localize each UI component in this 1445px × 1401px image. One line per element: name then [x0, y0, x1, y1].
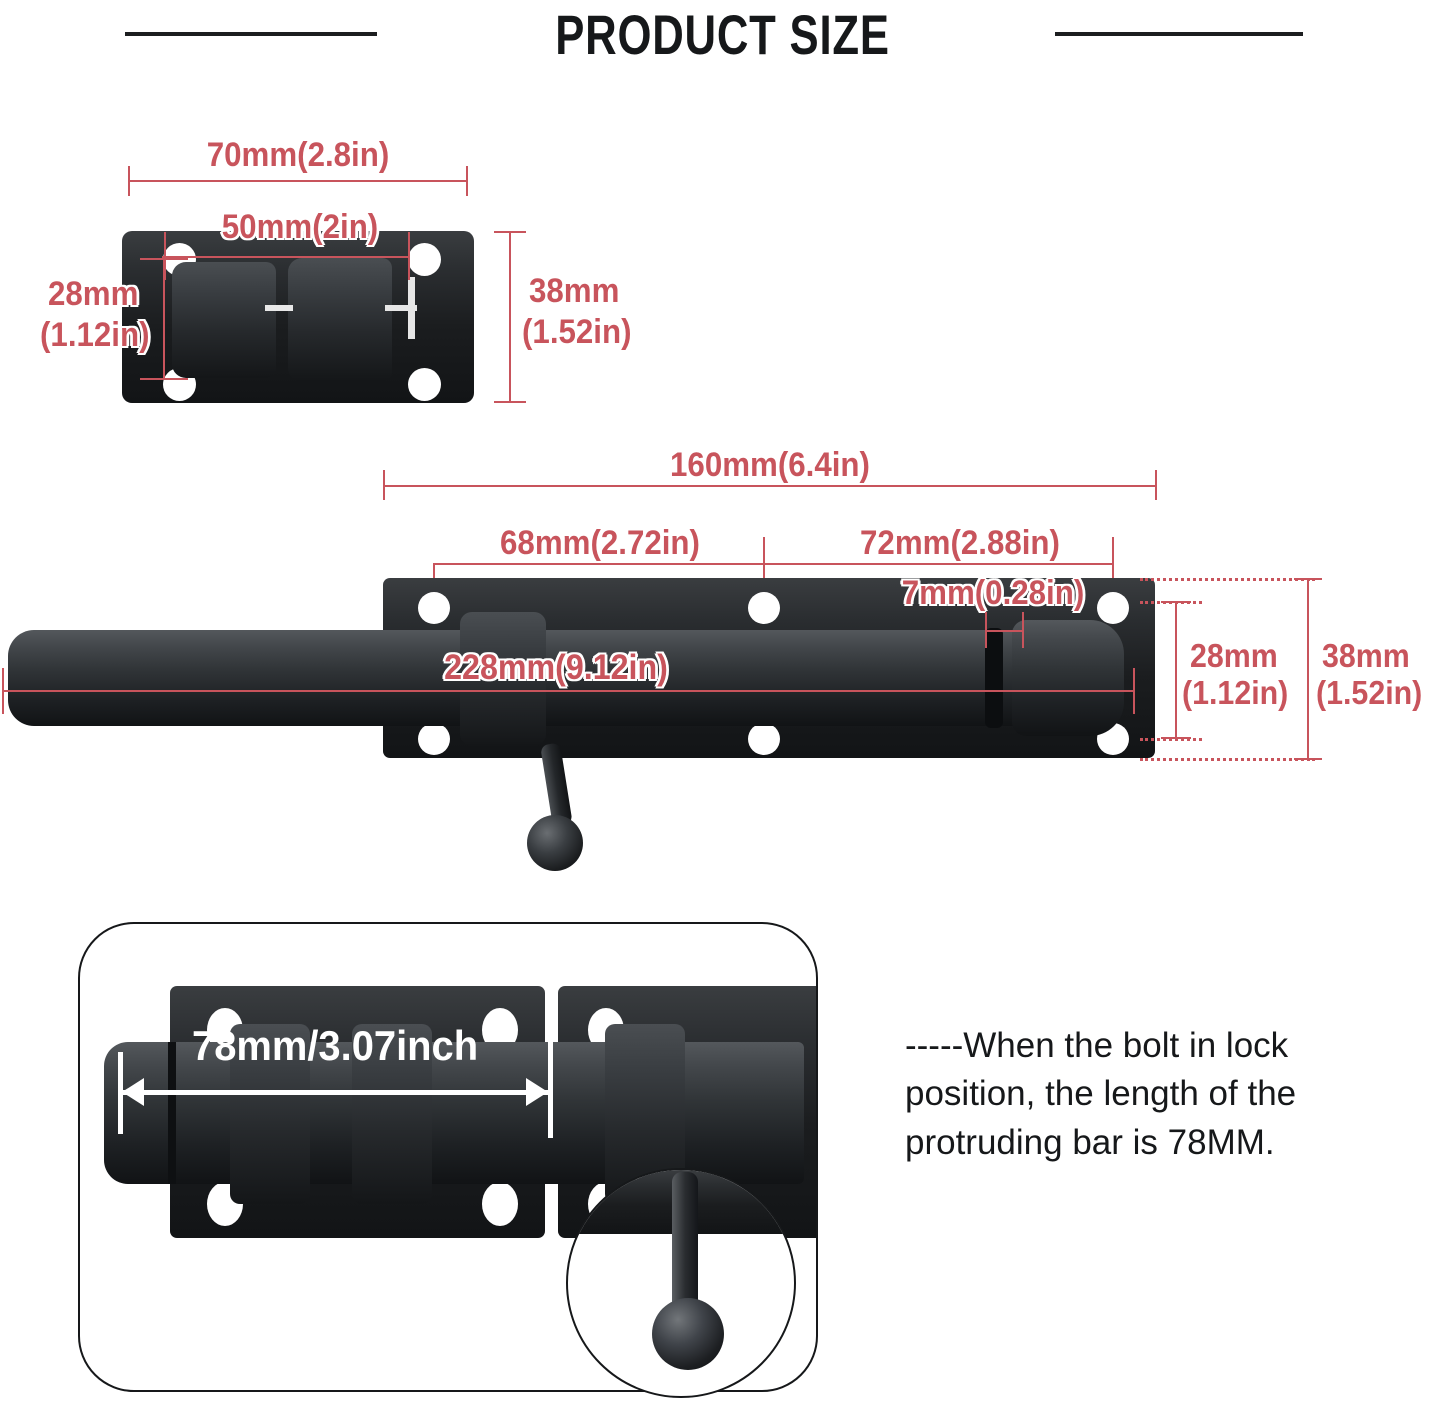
bolt-plate-hole-bottom-mid	[748, 723, 780, 755]
bracket-outer-height-label-line1: 38mm	[529, 272, 620, 310]
locked-protrusion-label: 78mm/3.07inch	[192, 1022, 479, 1069]
bolt-outer-height-label-line2: (1.52in)	[1316, 674, 1423, 711]
bolt-plate-length-label: 160mm(6.4in)	[670, 446, 870, 484]
title-bar: PRODUCT SIZE	[0, 0, 1445, 78]
bracket-collar-right	[288, 258, 392, 382]
bolt-outer-ext-top	[1140, 578, 1315, 581]
bracket-inner-height-label-line1: 28mm	[48, 275, 139, 313]
bolt-plate-hole-bottom-left	[418, 723, 450, 755]
locked-dim-tick-right	[548, 1042, 553, 1138]
locked-dim-tick-left	[118, 1052, 123, 1134]
bracket-innerheight-line	[163, 258, 165, 380]
magnifier-handle-ball	[652, 1298, 724, 1370]
bolt-leader-right	[1112, 537, 1114, 595]
bolt-plate-hole-top-right	[1097, 592, 1129, 624]
bolt-collar-strap	[460, 612, 546, 746]
bolt-gap-line	[985, 630, 1023, 632]
bracket-hole-span-label: 50mm(2in)	[221, 208, 379, 246]
locked-hole-mid-bottom	[482, 1182, 518, 1226]
lock-position-note: -----When the bolt in lock position, the…	[905, 1026, 1297, 1162]
handle-magnifier-inset	[566, 1168, 796, 1398]
locked-dim-arrowhead-right	[526, 1078, 548, 1106]
bolt-inner-height-line	[1175, 601, 1177, 739]
locked-rod-shoulder	[168, 1042, 176, 1184]
bolt-inner-tick-top	[1161, 601, 1191, 603]
bolt-outer-ext-bottom	[1140, 758, 1315, 761]
bracket-hole-br	[408, 368, 441, 401]
bolt-end-cap	[1012, 620, 1124, 736]
locked-dim-arrow-line	[118, 1090, 550, 1095]
bolt-hole-span-right-label: 72mm(2.88in)	[860, 524, 1060, 562]
bracket-collar-left	[172, 262, 276, 378]
bolt-rod-notch	[985, 628, 1003, 728]
bracket-collar-seam	[265, 305, 293, 311]
bracket-inner-height-label-line2: (1.12in)	[40, 316, 150, 354]
bolt-gap-tick-right	[1022, 612, 1024, 648]
bolt-diagram: 160mm(6.4in) 68mm(2.72in) 72mm(2.88in) 7…	[2, 446, 1423, 871]
bolt-holespan-right-line	[763, 563, 1113, 565]
bolt-holespan-left-line	[433, 563, 763, 565]
bolt-gap-label: 7mm(0.28in)	[901, 574, 1085, 612]
locked-bolt-rod	[104, 1042, 804, 1184]
bolt-total-length-label: 228mm(9.12in)	[444, 648, 668, 687]
bolt-leader-mid	[763, 537, 765, 595]
bolt-plate-hole-top-mid	[748, 592, 780, 624]
page-title: PRODUCT SIZE	[555, 3, 890, 66]
bolt-outer-height-line	[1307, 578, 1309, 760]
bolt-platelength-line	[383, 485, 1157, 487]
bracket-holespan-line	[162, 256, 410, 258]
bolt-inner-height-label-line2: (1.12in)	[1182, 674, 1289, 711]
locked-collar-2	[352, 1024, 432, 1204]
bracket-holespan-tick-left	[164, 232, 166, 280]
locked-collar-1	[230, 1024, 310, 1204]
bracket-width-line	[128, 180, 468, 182]
bracket-innerheight-tick-bottom	[140, 378, 188, 380]
bracket-outer-height-label-line2: (1.52in)	[522, 313, 632, 351]
bracket-outerheight-tick-bottom	[494, 401, 526, 403]
bracket-hole-tr	[408, 243, 441, 276]
magnifier-handle-lever	[672, 1172, 698, 1322]
bolt-inner-tick-bottom	[1161, 737, 1191, 739]
title-rule-left	[125, 32, 377, 36]
bracket-pin-head	[408, 277, 415, 339]
bolt-total-length-line	[2, 690, 1135, 692]
bolt-total-tick-left	[2, 668, 4, 714]
title-rule-right	[1055, 32, 1303, 36]
bolt-outer-height-label-line1: 38mm	[1322, 637, 1410, 674]
bracket-holespan-tick-right	[408, 232, 410, 280]
bracket-outerheight-tick-top	[494, 231, 526, 233]
bolt-plate-hole-top-left	[418, 592, 450, 624]
bolt-handle-ball	[527, 815, 583, 871]
bracket-pin-stem	[385, 305, 417, 311]
bolt-total-tick-right	[1133, 668, 1135, 714]
bracket-outerheight-line	[509, 231, 511, 403]
bracket-outer-width-label: 70mm(2.8in)	[206, 136, 390, 174]
bracket-innerheight-tick-top	[140, 258, 188, 260]
bolt-inner-ext-bottom	[1140, 738, 1202, 741]
bolt-outer-tick-bottom	[1294, 758, 1322, 760]
bolt-outer-tick-top	[1294, 578, 1322, 580]
bolt-inner-height-label-line1: 28mm	[1190, 637, 1278, 674]
bolt-hole-span-left-label: 68mm(2.72in)	[500, 524, 700, 562]
bracket-diagram: 70mm(2.8in) 50mm(2in) 28mm (1.12in) 38mm…	[0, 0, 700, 430]
locked-dim-arrowhead-left	[122, 1078, 144, 1106]
